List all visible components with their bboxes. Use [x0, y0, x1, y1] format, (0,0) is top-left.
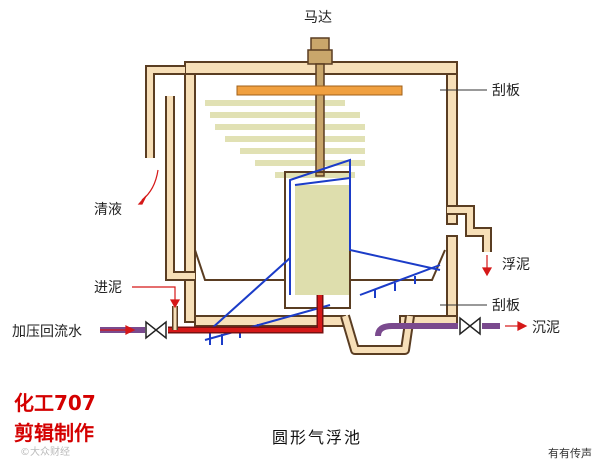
label-scraper-bottom: 刮板 — [492, 298, 520, 314]
branding-line-1: 化工707 — [14, 391, 96, 415]
settled-sludge-pipe — [375, 323, 500, 337]
leader-lines — [440, 89, 487, 306]
label-clear-liquid: 清液 — [94, 202, 122, 218]
flow-arrows — [100, 169, 528, 335]
branding-line-2: 剪辑制作 — [14, 421, 94, 445]
label-motor: 马达 — [304, 10, 332, 26]
label-scraper-top: 刮板 — [492, 83, 520, 99]
clear-liquid-outlet-pipe — [145, 65, 195, 281]
diagram-caption: 圆形气浮池 — [272, 428, 362, 447]
watermark: ©大众财经 — [20, 445, 70, 458]
float-sludge-trough — [447, 205, 492, 252]
top-scraper-bar — [236, 85, 403, 96]
motor-and-shaft — [307, 37, 333, 177]
bubble-region — [205, 100, 365, 295]
label-float-sludge: 浮泥 — [502, 257, 530, 273]
label-settled-sludge: 沉泥 — [532, 320, 560, 336]
corner-text: 有有传声 — [548, 446, 592, 460]
label-pressurized-return: 加压回流水 — [12, 324, 82, 340]
label-inlet-sludge: 进泥 — [94, 280, 122, 296]
valve-right-icon — [459, 316, 481, 336]
valve-left-icon — [145, 320, 167, 340]
